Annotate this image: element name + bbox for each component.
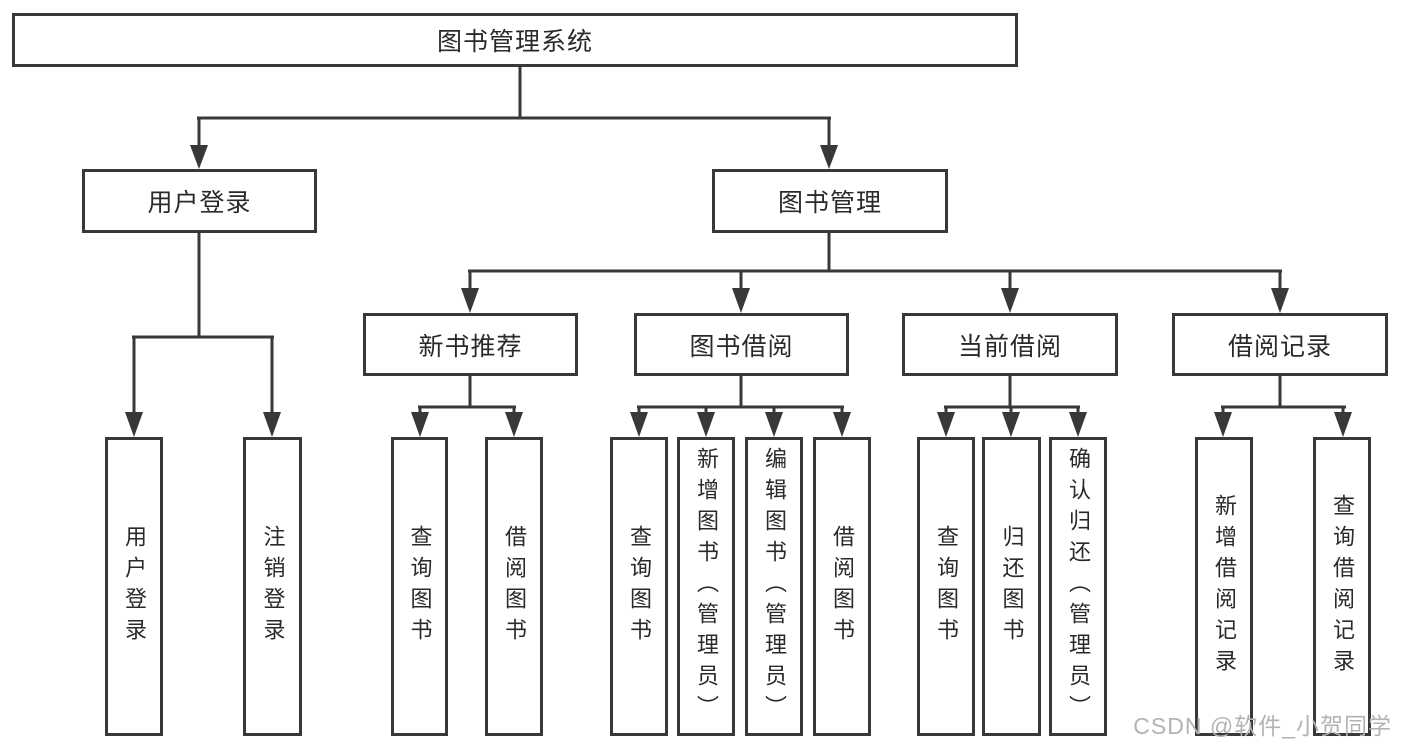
node-new-book-recommend-label: 新书推荐 — [418, 332, 523, 361]
node-leaf-query-books-borrow-label: 查询图书 — [627, 524, 652, 649]
node-leaf-confirm-return-admin-label: 确认归还（管理员） — [1066, 447, 1091, 726]
node-new-book-recommend: 新书推荐 — [363, 313, 578, 376]
node-leaf-return-books-label: 归还图书 — [999, 524, 1025, 649]
node-leaf-edit-book-admin-label: 编辑图书（管理员） — [762, 447, 787, 726]
node-borrow-records: 借阅记录 — [1172, 313, 1388, 376]
node-leaf-query-books-current-label: 查询图书 — [934, 524, 959, 649]
node-leaf-borrow-books-label: 借阅图书 — [830, 524, 855, 649]
node-leaf-query-books-current: 查询图书 — [917, 437, 975, 736]
node-borrow-records-label: 借阅记录 — [1227, 332, 1332, 361]
node-user-login-label: 用户登录 — [147, 189, 252, 217]
node-leaf-add-book-admin-label: 新增图书（管理员） — [694, 447, 719, 726]
node-leaf-user-login-label: 用户登录 — [122, 524, 147, 649]
connector-new-book-recommend — [411, 376, 523, 437]
node-leaf-query-books-borrow: 查询图书 — [610, 437, 668, 736]
node-leaf-logout-label: 注销登录 — [260, 524, 286, 649]
connector-user-login — [125, 233, 281, 437]
node-leaf-return-books: 归还图书 — [982, 437, 1041, 736]
node-root: 图书管理系统 — [12, 13, 1018, 67]
node-leaf-add-book-admin: 新增图书（管理员） — [677, 437, 735, 736]
connector-root — [190, 67, 838, 169]
node-user-login: 用户登录 — [82, 169, 317, 233]
node-leaf-borrow-books-recommend: 借阅图书 — [485, 437, 543, 736]
node-leaf-borrow-books: 借阅图书 — [813, 437, 871, 736]
connector-book-borrow — [630, 376, 851, 437]
node-leaf-add-borrow-record: 新增借阅记录 — [1195, 437, 1253, 736]
node-leaf-query-books-recommend-label: 查询图书 — [407, 524, 433, 649]
node-leaf-logout: 注销登录 — [243, 437, 302, 736]
node-book-borrow-label: 图书借阅 — [689, 332, 794, 361]
node-leaf-query-borrow-record: 查询借阅记录 — [1313, 437, 1371, 736]
connector-book-management — [461, 233, 1289, 313]
node-book-borrow: 图书借阅 — [634, 313, 849, 376]
node-current-borrow-label: 当前借阅 — [957, 332, 1062, 361]
watermark: CSDN @软件_小贺同学 — [1133, 713, 1392, 739]
node-leaf-confirm-return-admin: 确认归还（管理员） — [1049, 437, 1107, 736]
node-current-borrow: 当前借阅 — [902, 313, 1118, 376]
node-book-management: 图书管理 — [712, 169, 948, 233]
node-leaf-add-borrow-record-label: 新增借阅记录 — [1212, 493, 1237, 680]
connector-borrow-records — [1214, 376, 1352, 437]
node-root-label: 图书管理系统 — [436, 28, 593, 56]
node-leaf-query-borrow-record-label: 查询借阅记录 — [1330, 493, 1355, 680]
node-leaf-borrow-books-recommend-label: 借阅图书 — [502, 524, 527, 649]
node-leaf-query-books-recommend: 查询图书 — [391, 437, 448, 736]
node-book-management-label: 图书管理 — [777, 189, 882, 217]
connector-current-borrow — [937, 376, 1087, 437]
node-leaf-edit-book-admin: 编辑图书（管理员） — [745, 437, 803, 736]
node-leaf-user-login: 用户登录 — [105, 437, 163, 736]
